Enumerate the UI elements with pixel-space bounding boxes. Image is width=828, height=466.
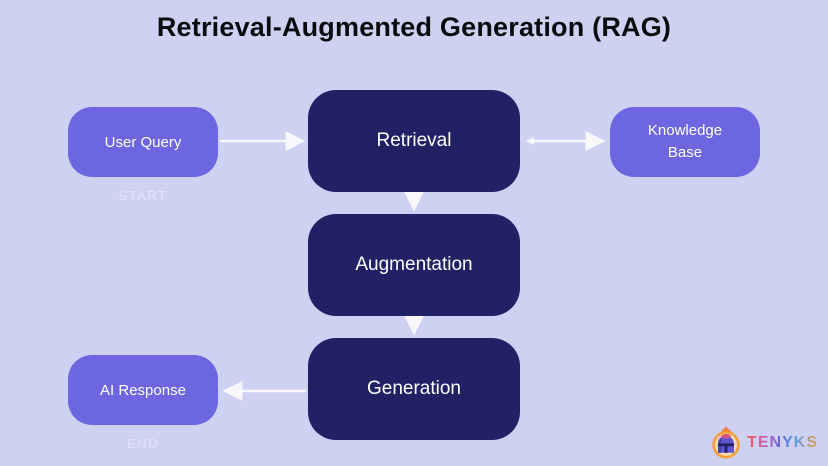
node-user-query-label: User Query (104, 133, 182, 151)
start-label: START (118, 188, 168, 203)
node-generation: Generation (308, 338, 520, 440)
edge-arrowhead-left (526, 137, 534, 145)
node-knowledge-base-label: Knowledge Base (647, 122, 723, 161)
node-retrieval: Retrieval (308, 90, 520, 192)
page-title: Retrieval-Augmented Generation (RAG) (156, 12, 672, 42)
end-label: END (127, 436, 159, 451)
node-augmentation: Augmentation (308, 214, 520, 316)
node-retrieval-label: Retrieval (376, 130, 452, 151)
node-user-query: User Query (68, 107, 218, 177)
tenyks-logo: TENYKS (710, 426, 818, 460)
node-augmentation-label: Augmentation (355, 254, 473, 275)
brand-name: TENYKS (747, 434, 818, 451)
node-ai-response: AI Response (68, 355, 218, 425)
node-generation-label: Generation (366, 378, 461, 399)
helmet-flame-icon (712, 426, 740, 459)
node-knowledge-base: Knowledge Base (610, 107, 760, 177)
node-ai-response-label: AI Response (100, 381, 186, 399)
